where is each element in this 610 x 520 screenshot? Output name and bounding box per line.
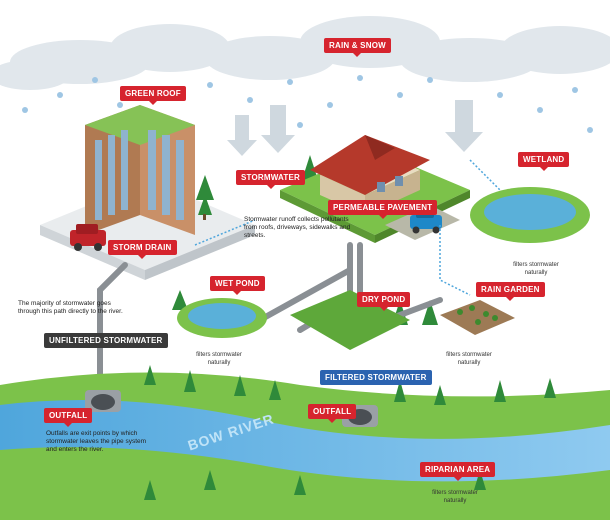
outfalls-note: Outfalls are exit points by which stormw… [46,430,158,454]
riparian-area-label: RIPARIAN AREA [420,462,495,477]
wet-pond-filters-note: filters stormwater naturally [194,352,244,367]
filtered-stormwater-label: FILTERED STORMWATER [320,370,432,385]
outfall-center-label: OUTFALL [308,404,356,419]
wet-pond [177,298,267,338]
riparian-filters-note: filters stormwater naturally [430,490,480,505]
wetland-label: WETLAND [518,152,569,167]
rain-snow-label: RAIN & SNOW [324,38,391,53]
wetland [470,187,590,243]
dry-pond-label: DRY POND [357,292,410,307]
green-roof-label: GREEN ROOF [120,86,186,101]
rain-garden-label: RAIN GARDEN [476,282,545,297]
clouds [0,16,610,90]
wetland-filters-note: filters stormwater naturally [511,262,561,277]
runoff-note: Stormwater runoff collects pollutants fr… [244,216,356,240]
rain-garden [440,300,515,335]
permeable-pavement-label: PERMEABLE PAVEMENT [328,200,437,215]
outfall-left-label: OUTFALL [44,408,92,423]
storm-drain-label: STORM DRAIN [108,240,177,255]
wet-pond-label: WET POND [210,276,265,291]
majority-note: The majority of stormwater goes through … [18,300,130,316]
rain-garden-filters-note: filters stormwater naturally [444,352,494,367]
unfiltered-stormwater-label: UNFILTERED STORMWATER [44,333,168,348]
stormwater-label: STORMWATER [236,170,305,185]
